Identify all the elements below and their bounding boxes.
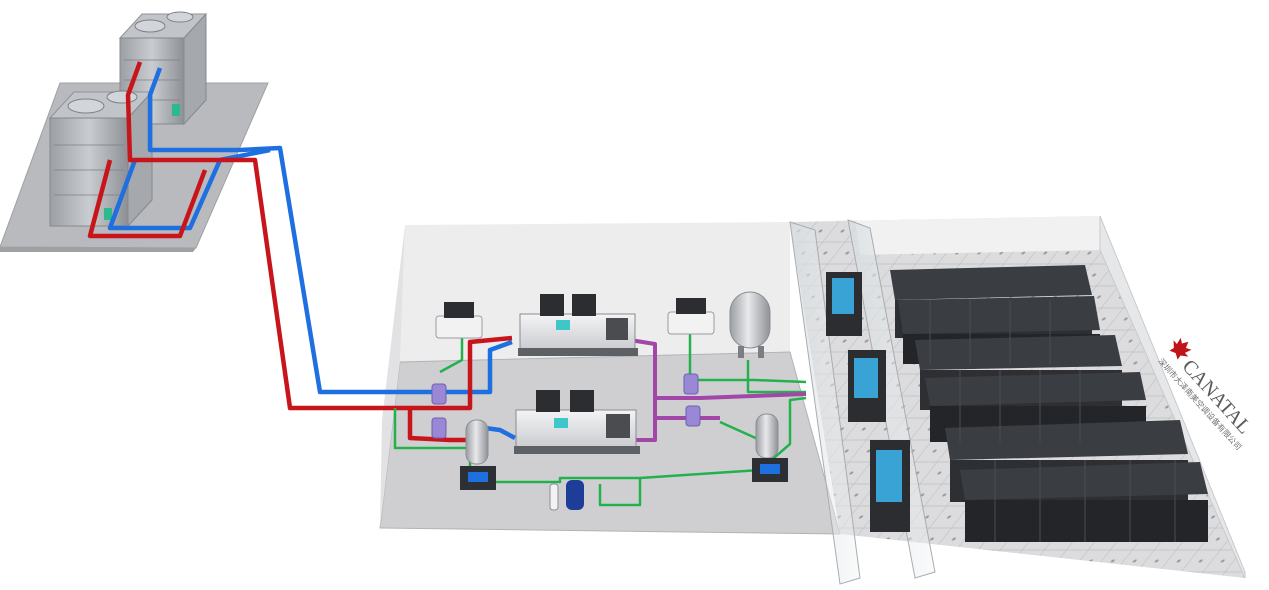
chiller: [518, 294, 638, 356]
fan-icon: [67, 98, 105, 114]
hot-water-pipe: [87, 61, 513, 443]
crac-unit: [870, 440, 910, 532]
expansion-tank: [755, 413, 779, 459]
chiller: [514, 390, 640, 454]
chiller-screen: [554, 418, 568, 428]
pump: [431, 373, 701, 439]
storage-tank: [549, 480, 584, 511]
crac-unit: [826, 272, 862, 336]
expansion-tank: [729, 291, 771, 358]
water-treatment-unit: [752, 458, 788, 482]
pump-pack: [667, 298, 715, 335]
fan-icon: [134, 19, 166, 33]
maple-leaf-icon: [1169, 337, 1192, 360]
fan-icon: [106, 90, 138, 104]
water-treatment-unit: [460, 466, 496, 490]
plant-room: [379, 222, 841, 535]
pump-pack: [435, 302, 483, 339]
crac-unit: [848, 350, 886, 422]
server-rack-row: [960, 462, 1208, 542]
fan-icon: [166, 11, 194, 23]
expansion-tank: [465, 419, 489, 465]
chiller-screen: [556, 320, 570, 330]
